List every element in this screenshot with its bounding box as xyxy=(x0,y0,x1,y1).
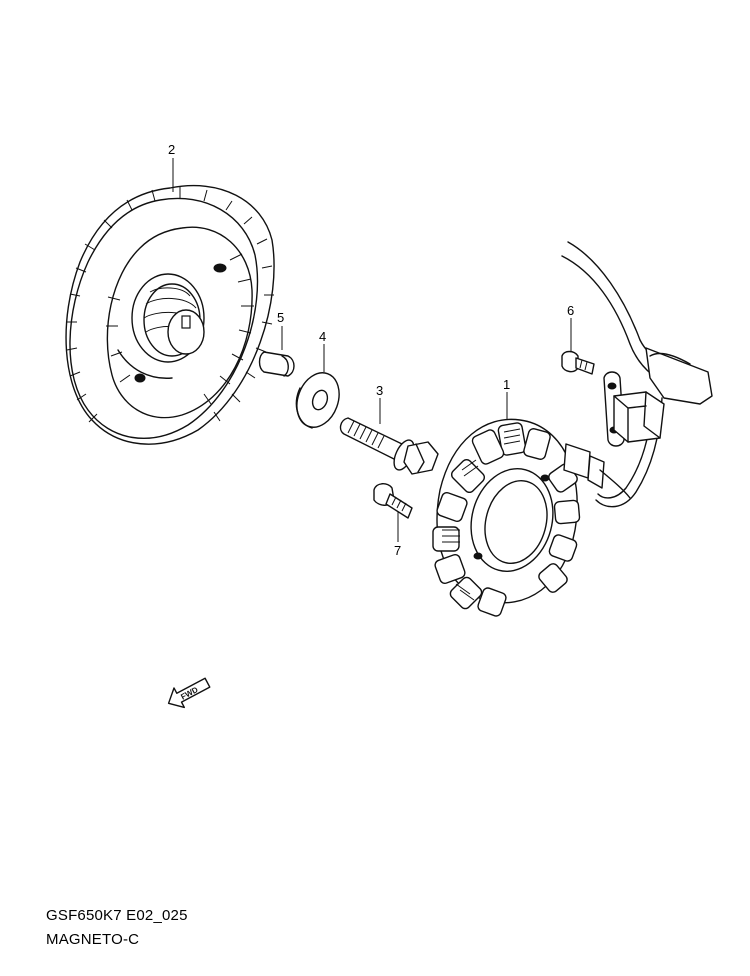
callout-key: 5 xyxy=(277,310,285,325)
callout-clamp-screw: 6 xyxy=(567,303,575,318)
callout-flywheel: 2 xyxy=(168,142,176,157)
forward-arrow: FWD xyxy=(167,677,211,709)
woodruff-key xyxy=(258,351,295,377)
wire-harness xyxy=(561,241,713,508)
model-code: GSF650K7 E02_025 xyxy=(46,907,188,924)
rotor-bolt xyxy=(339,417,439,475)
callout-bolt: 3 xyxy=(376,383,384,398)
callout-stator: 1 xyxy=(503,377,511,392)
washer xyxy=(295,372,340,429)
leader-lines xyxy=(172,158,572,542)
stator-assembly xyxy=(432,418,631,617)
clamp-screw xyxy=(561,350,595,375)
callout-washer: 4 xyxy=(319,329,327,344)
stator-screw xyxy=(373,483,413,519)
callout-stator-screw: 7 xyxy=(394,543,402,558)
flywheel-rotor xyxy=(65,184,275,445)
section-name: MAGNETO-C xyxy=(46,931,140,948)
